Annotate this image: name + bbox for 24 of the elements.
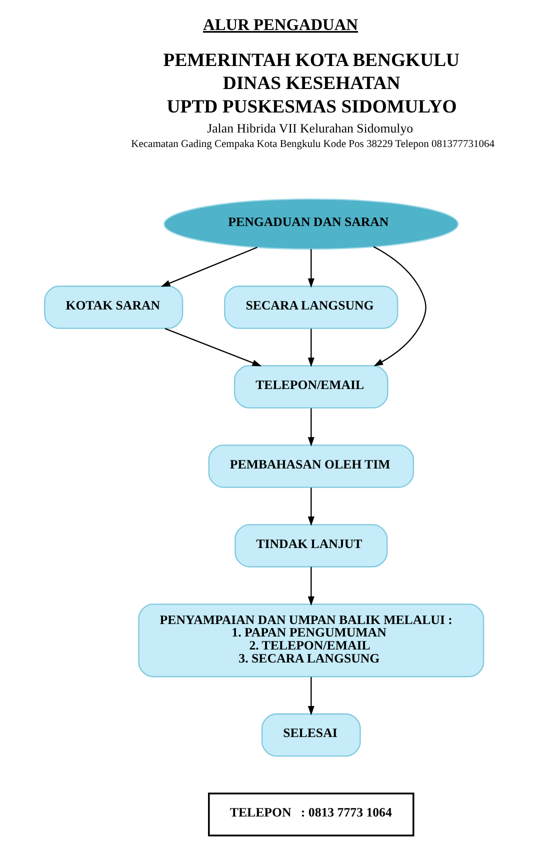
arrow: [307, 488, 314, 526]
arrow: [372, 246, 426, 366]
label: Jalan Hibrida VII Kelurahan Sidomulyo: [206, 121, 413, 136]
arrow: [160, 246, 257, 287]
node-box: PEMBAHASAN OLEH TIM: [208, 444, 414, 488]
node-box: PENYAMPAIAN DAN UMPAN BALIK MELALUI : 1. PAPAN PENGUMUMAN 2. TELEPON/EMAIL 3. SECARA LANGSUNG: [138, 604, 484, 678]
label: DINAS KESEHATAN: [222, 73, 400, 94]
node-box: TELEPON : 0813 7773 1064: [208, 792, 414, 836]
arrow: [307, 408, 314, 446]
node-box: KOTAK SARAN: [44, 286, 183, 329]
arrow: [307, 249, 314, 288]
node-box: TELEPON/EMAIL: [234, 365, 388, 408]
node-ellipse: PENGADUAN DAN SARAN: [163, 198, 458, 250]
node-box: SELESAI: [260, 713, 360, 757]
arrow: [164, 328, 262, 366]
node-box: TINDAK LANJUT: [234, 524, 388, 568]
arrow: [307, 566, 314, 606]
label: UPTD PUSKESMAS SIDOMULYO: [166, 96, 456, 118]
diagram-title: ALUR PENGADUAN: [202, 15, 358, 34]
arrow: [307, 328, 314, 367]
node-box: SECARA LANGSUNG: [224, 286, 398, 329]
label: Kecamatan Gading Cempaka Kota Bengkulu Kode Pos 38229 Telepon 081377731064: [130, 138, 494, 150]
arrow: [307, 676, 314, 716]
label: PEMERINTAH KOTA BENGKULU: [162, 50, 460, 71]
